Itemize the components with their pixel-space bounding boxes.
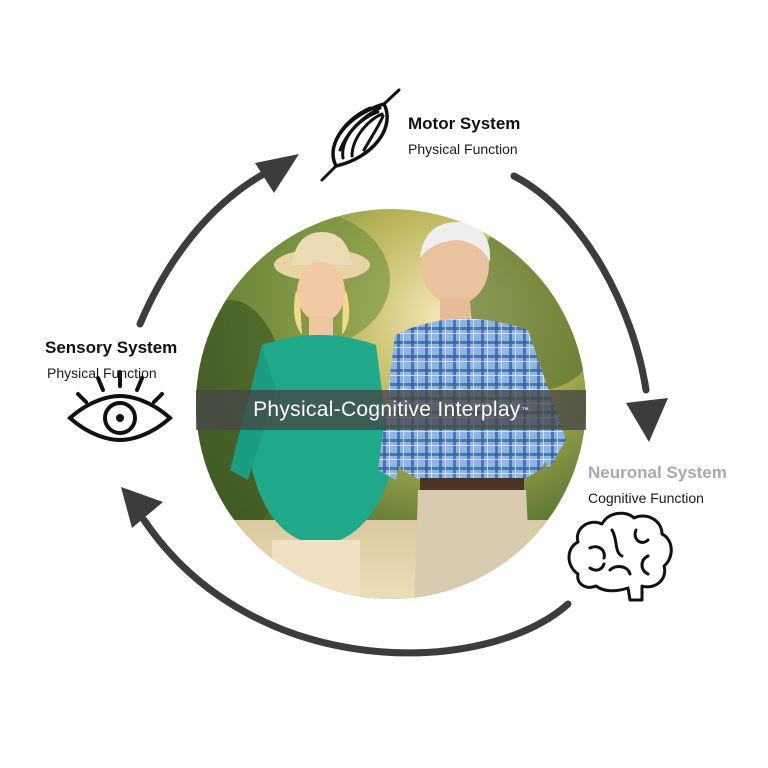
arrow-sensory-to-motor — [136, 171, 266, 328]
neuronal-system-subtitle: Cognitive Function — [588, 490, 704, 506]
neuronal-system-node: Neuronal System Cognitive Function — [588, 463, 727, 507]
sensory-system-title: Sensory System — [45, 338, 178, 357]
arrow-neuronal-to-sensory — [140, 516, 572, 657]
center-photo — [196, 209, 586, 599]
muscle-icon — [320, 88, 401, 182]
arrowhead-motor — [255, 154, 299, 193]
motor-system-subtitle: Physical Function — [408, 141, 518, 157]
motor-system-node: Motor System Physical Function — [408, 114, 520, 158]
eye-icon — [67, 370, 173, 443]
trademark-mark: ™ — [521, 406, 529, 414]
arrowhead-neuronal — [626, 398, 668, 442]
neuronal-system-title: Neuronal System — [588, 463, 727, 482]
center-label-text: Physical-Cognitive Interplay — [253, 398, 521, 421]
center-label-band — [196, 390, 586, 430]
brain-icon — [567, 511, 673, 602]
arrowhead-sensory — [121, 487, 163, 528]
sensory-system-subtitle: Physical Function — [47, 365, 157, 381]
sensory-system-node: Sensory System Physical Function — [45, 338, 177, 382]
cycle-arrows — [136, 171, 650, 657]
motor-system-title: Motor System — [408, 114, 521, 133]
woman-figure — [230, 232, 392, 599]
arrow-motor-to-neuronal — [510, 172, 650, 394]
